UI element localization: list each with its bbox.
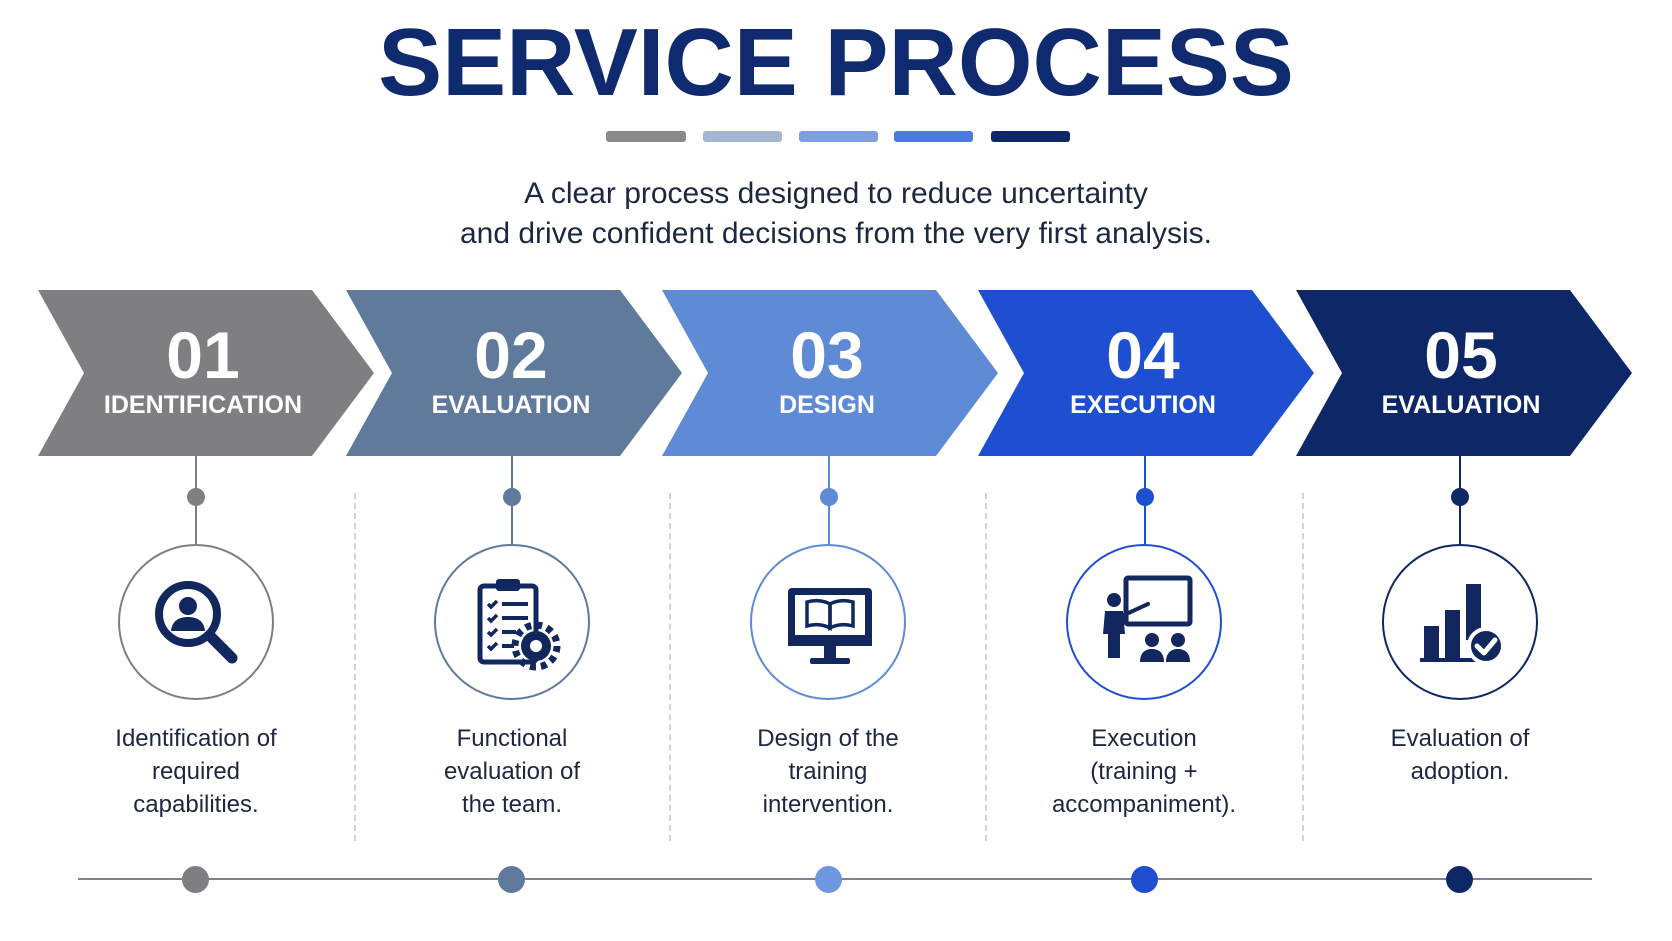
description-line: intervention. <box>762 791 894 818</box>
icon-circle-04 <box>1066 544 1222 700</box>
subtitle-line-2: and drive confident decisions from the v… <box>459 217 1212 250</box>
subtitle: A clear process designed to reduce uncer… <box>0 174 1672 254</box>
description-line: Evaluation of <box>1390 725 1530 752</box>
step-label: IDENTIFICATION <box>103 391 303 419</box>
connector-dot <box>1451 488 1469 506</box>
title-rule-4 <box>894 131 973 142</box>
timeline-dot-05 <box>1446 866 1473 893</box>
timeline-dot-02 <box>498 866 525 893</box>
subtitle-line-1: A clear process designed to reduce uncer… <box>524 177 1148 210</box>
monitor-book-icon <box>788 588 872 664</box>
step-number: 05 <box>1424 318 1498 392</box>
step-description-03: Design of the training intervention. <box>698 722 958 821</box>
icon-circle-01 <box>118 544 274 700</box>
title-rule-3 <box>799 131 878 142</box>
title-rule-5 <box>991 131 1070 142</box>
icon-circle-05 <box>1382 544 1538 700</box>
step-description-01: Identification of required capabilities. <box>66 722 326 821</box>
description-line: (training + <box>1090 758 1198 785</box>
step-label: EVALUATION <box>431 391 591 419</box>
step-chevron-05: 05 EVALUATION <box>1296 290 1632 456</box>
icon-circle-02 <box>434 544 590 700</box>
step-chevron-04: 04 EXECUTION <box>978 290 1314 456</box>
clipboard-gear-icon <box>477 579 561 671</box>
column-divider <box>354 493 356 841</box>
icon-circle-03 <box>750 544 906 700</box>
description-line: Identification of <box>115 725 277 752</box>
description-line: the team. <box>461 791 563 818</box>
column-divider <box>1302 493 1304 841</box>
title-rule-2 <box>703 131 782 142</box>
description-line: Design of the <box>757 725 899 752</box>
bar-chart-check-icon <box>1420 584 1505 665</box>
step-label: EVALUATION <box>1381 391 1541 419</box>
step-number: 01 <box>166 318 240 392</box>
description-line: evaluation of <box>443 758 581 785</box>
connector-dot <box>1136 488 1154 506</box>
column-divider <box>985 493 987 841</box>
timeline-dot-01 <box>182 866 209 893</box>
step-number: 02 <box>474 318 548 392</box>
description-line: accompaniment). <box>1051 791 1237 818</box>
step-number: 04 <box>1106 318 1180 392</box>
user-search-icon <box>155 581 238 664</box>
title-rule-1 <box>606 131 686 142</box>
connector-dot <box>820 488 838 506</box>
timeline-dot-03 <box>815 866 842 893</box>
connector-dot <box>503 488 521 506</box>
step-label: DESIGN <box>779 391 875 419</box>
step-number: 03 <box>790 318 864 392</box>
step-description-04: Execution (training + accompaniment). <box>1014 722 1274 821</box>
page-title: SERVICE PROCESS <box>378 9 1294 116</box>
description-line: capabilities. <box>133 791 259 818</box>
column-divider <box>669 493 671 841</box>
description-line: adoption. <box>1410 758 1510 785</box>
step-description-02: Functional evaluation of the team. <box>382 722 642 821</box>
description-line: Execution <box>1091 725 1197 752</box>
step-chevron-02: 02 EVALUATION <box>346 290 682 456</box>
description-line: Functional <box>456 725 568 752</box>
presenter-audience-icon <box>1103 575 1193 662</box>
step-description-05: Evaluation of adoption. <box>1330 722 1590 788</box>
description-line: training <box>788 758 868 785</box>
step-chevron-01: 01 IDENTIFICATION <box>38 290 374 456</box>
step-chevron-03: 03 DESIGN <box>662 290 998 456</box>
connector-dot <box>187 488 205 506</box>
step-label: EXECUTION <box>1070 391 1216 419</box>
timeline-dot-04 <box>1131 866 1158 893</box>
description-line: required <box>151 758 241 785</box>
